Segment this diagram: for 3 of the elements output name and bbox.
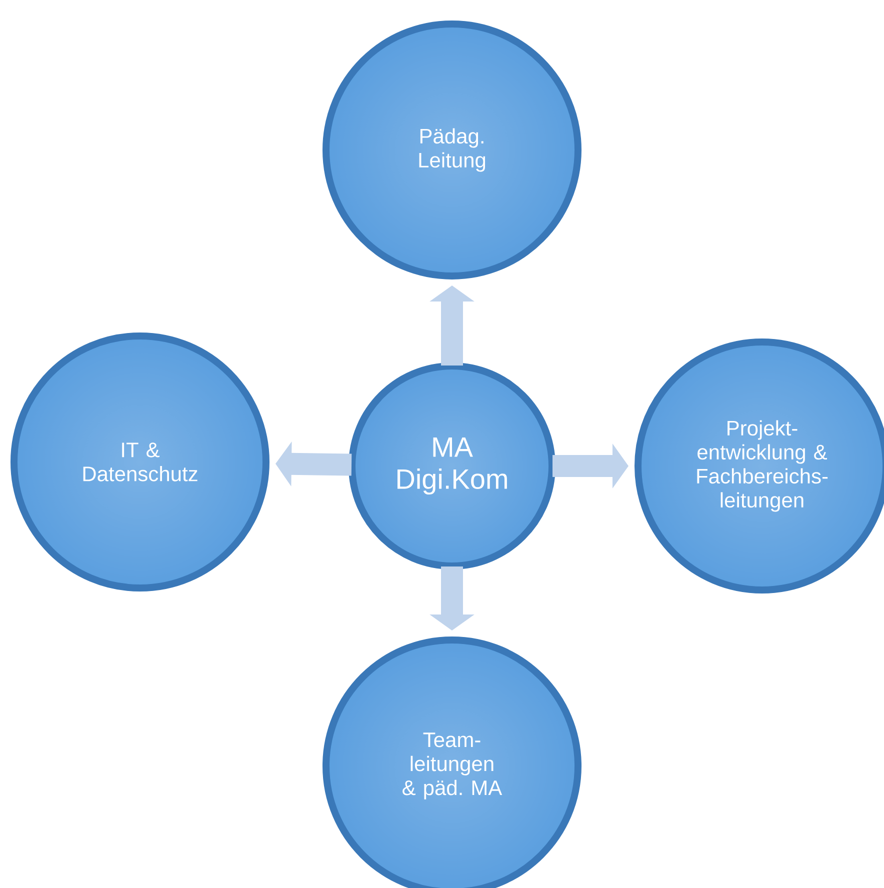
circle-node: Pädag. Leitung: [322, 20, 582, 280]
circle-node: IT & Datenschutz: [10, 332, 270, 592]
circle-node: MA Digi.Kom: [348, 362, 556, 570]
